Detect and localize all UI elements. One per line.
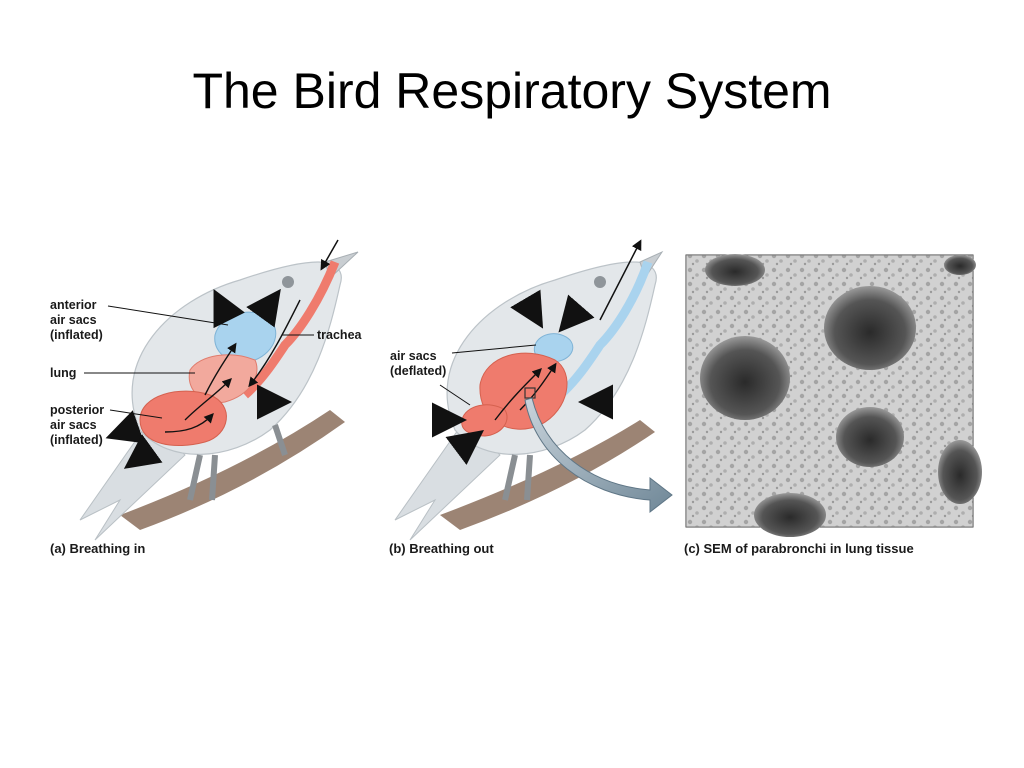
- magnify-arrow: [524, 397, 673, 514]
- parabronchus-1: [824, 286, 916, 370]
- leader-air-sacs-deflated: [451, 344, 537, 354]
- branch-a: [120, 410, 345, 530]
- parabronchus-7: [944, 255, 976, 275]
- expand-arrow-a4: [105, 410, 145, 444]
- parabronchus-5: [938, 440, 982, 504]
- foot-a2: [272, 424, 288, 456]
- parabronchus-6: [705, 254, 765, 286]
- expand-arrow-a1: [213, 289, 245, 329]
- caption-b: (b) Breathing out: [389, 541, 494, 556]
- airflow-arrow-a1: [248, 299, 301, 388]
- caption-a: (a) Breathing in: [50, 541, 146, 556]
- bird-a-illustration: [79, 239, 359, 541]
- leader-anterior: [107, 305, 229, 326]
- compress-arrow-b2: [558, 294, 595, 333]
- label-trachea: trachea: [317, 328, 362, 342]
- bird-b-illustration: [394, 239, 673, 541]
- sem-image: [685, 254, 982, 537]
- parabronchus-3: [836, 407, 904, 467]
- trachea-a: [241, 260, 340, 399]
- airflow-out-arrow: [599, 239, 642, 321]
- label-posterior-air-sacs: posterior air sacs (inflated): [50, 403, 105, 447]
- branch-b: [440, 420, 655, 530]
- leader-air-sacs-deflated-2: [439, 384, 471, 406]
- airflow-arrow-b1: [494, 368, 542, 421]
- expand-arrow-a2: [246, 288, 281, 328]
- eye-b: [594, 276, 606, 288]
- label-anterior-air-sacs: anterior air sacs (inflated): [50, 298, 103, 342]
- airflow-arrow-a4: [164, 412, 214, 433]
- airflow-arrow-a2: [204, 342, 237, 396]
- foot-a: [187, 454, 218, 501]
- caption-c: (c) SEM of parabronchi in lung tissue: [684, 541, 914, 556]
- expand-arrow-a5: [123, 434, 163, 469]
- label-lung: lung: [50, 366, 77, 380]
- magnify-box: [524, 387, 536, 399]
- foot-b: [502, 454, 533, 501]
- airflow-arrow-b2: [519, 362, 557, 411]
- leader-posterior: [109, 409, 163, 419]
- eye-a: [282, 276, 294, 288]
- parabronchus-4: [754, 493, 826, 537]
- slide-title: The Bird Respiratory System: [192, 63, 832, 119]
- posterior-air-sacs-a: [139, 390, 227, 447]
- compress-arrow-b1: [510, 289, 544, 329]
- parabronchus-2: [700, 336, 790, 420]
- airflow-arrow-a3: [184, 378, 232, 421]
- label-air-sacs-deflated: air sacs (deflated): [390, 349, 447, 378]
- compress-arrow-b5: [445, 430, 484, 465]
- trachea-b: [556, 260, 653, 399]
- airflow-in-arrow: [320, 239, 339, 271]
